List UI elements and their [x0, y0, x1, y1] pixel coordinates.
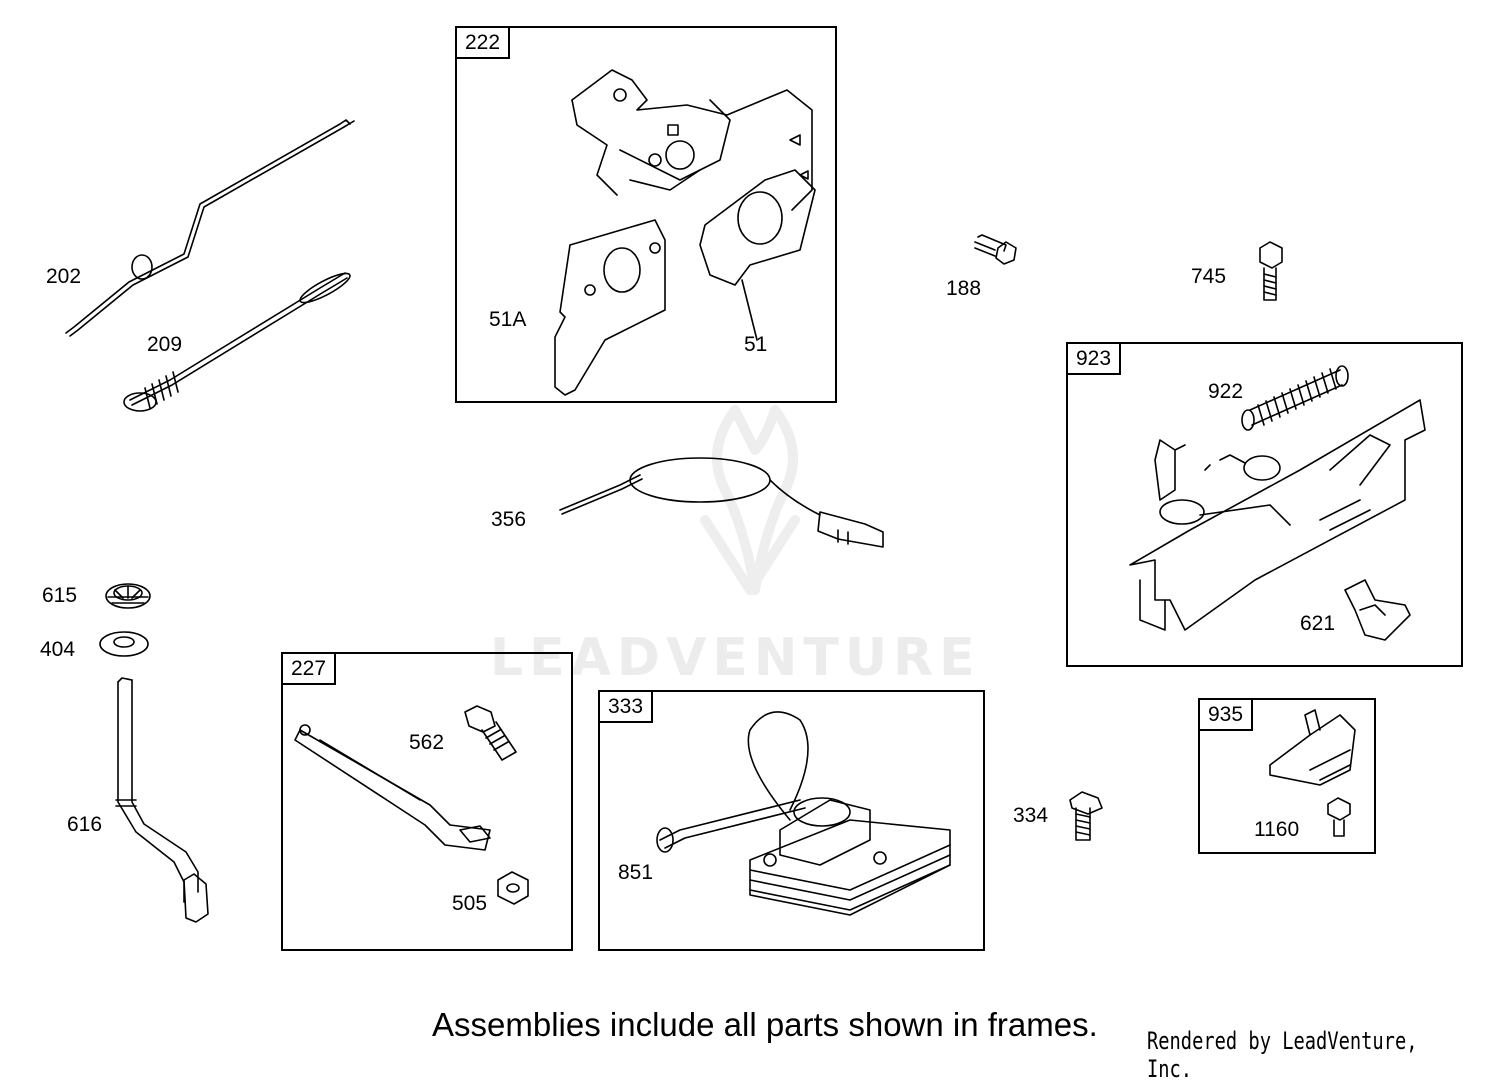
label-616: 616: [67, 813, 103, 836]
label-404: 404: [40, 638, 76, 661]
part-404-washer-icon: [99, 631, 149, 657]
label-621: 621: [1300, 612, 1336, 635]
part-505-nut-icon: [497, 871, 529, 905]
part-615-lock-nut-icon: [105, 583, 151, 609]
label-51: 51: [744, 333, 768, 356]
frame-tag-923: 923: [1068, 344, 1122, 375]
part-227-governor-lever-icon: [294, 724, 491, 851]
part-334-bolt-icon: [1069, 791, 1103, 841]
watermark: LEADVENTURE: [490, 628, 981, 688]
assemblies-note: Assemblies include all parts shown in fr…: [432, 1006, 1098, 1043]
label-615: 615: [42, 584, 78, 607]
label-188: 188: [946, 277, 982, 300]
label-51A: 51A: [489, 308, 527, 331]
frame-333: 333: [598, 690, 985, 951]
part-922-spring-icon: [1241, 365, 1349, 431]
label-334: 334: [1013, 804, 1049, 827]
frame-227: 227: [281, 652, 573, 951]
frame-tag-935: 935: [1200, 700, 1254, 731]
part-51-gasket-icon: [699, 169, 816, 341]
part-222-bracket-icon: [571, 69, 813, 211]
frame-tag-222: 222: [457, 28, 511, 59]
label-209: 209: [147, 333, 183, 356]
label-745: 745: [1191, 265, 1227, 288]
part-616-lever-icon: [115, 677, 209, 923]
part-202-governor-link-icon: [65, 119, 355, 337]
part-356-ground-wire-icon: [559, 457, 884, 548]
frame-935: 935: [1198, 698, 1376, 854]
label-562: 562: [409, 731, 445, 754]
part-935-bracket-icon: [1269, 709, 1356, 786]
label-356: 356: [491, 508, 527, 531]
part-188-bolt-icon: [974, 234, 1017, 265]
part-923-control-bracket-icon: [1129, 399, 1426, 631]
part-209-spring-link-icon: [123, 272, 351, 412]
rendered-by-credit: Rendered by LeadVenture, Inc.: [1147, 1027, 1418, 1083]
frame-923: 923: [1066, 342, 1463, 667]
part-333-armature-icon: [656, 711, 951, 916]
frame-tag-227: 227: [283, 654, 337, 685]
part-51A-gasket-icon: [554, 219, 666, 396]
frame-tag-333: 333: [600, 692, 654, 723]
label-505: 505: [452, 892, 488, 915]
watermark-logo-icon: [700, 405, 800, 595]
part-621-clip-icon: [1344, 579, 1411, 641]
part-1160-screw-icon: [1327, 797, 1351, 837]
frame-222: 222: [455, 26, 837, 403]
label-1160: 1160: [1254, 818, 1300, 841]
part-562-bolt-icon: [464, 705, 517, 761]
label-851: 851: [618, 861, 654, 884]
label-202: 202: [46, 265, 82, 288]
label-922: 922: [1208, 380, 1244, 403]
part-745-bolt-icon: [1259, 241, 1283, 301]
